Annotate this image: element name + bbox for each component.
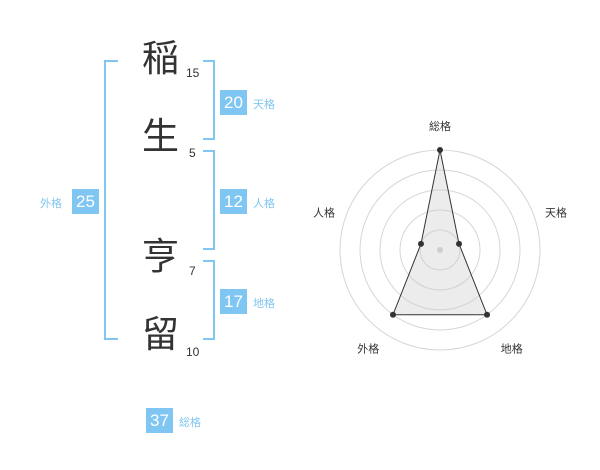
- radar-center-dot: [437, 247, 443, 253]
- radar-point-3: [484, 311, 491, 318]
- radar-ring-1: [419, 229, 461, 271]
- soukaku-value: 37: [146, 408, 173, 433]
- jinkaku-value: 12: [220, 189, 247, 214]
- radar-point-1: [437, 147, 443, 153]
- tenkaku-value: 20: [220, 90, 247, 115]
- radar-point-4: [389, 311, 396, 318]
- radar-axis-label-3: 地格: [501, 342, 523, 356]
- radar-ring-2: [399, 209, 481, 291]
- stroke-count-1: 15: [186, 66, 200, 80]
- gaikaku-label: 外格: [40, 197, 62, 210]
- stroke-count-2: 5: [189, 146, 196, 160]
- gaikaku-value: 25: [72, 189, 99, 214]
- jinkaku-label: 人格: [253, 197, 275, 210]
- jinkaku-bracket: [203, 150, 215, 250]
- tenkaku-bracket: [203, 60, 215, 140]
- stroke-count-3: 7: [189, 264, 196, 278]
- name-char-2: 生: [142, 115, 179, 158]
- radar-axis-label-5: 人格: [313, 205, 335, 219]
- name-char-1: 稲: [142, 37, 179, 80]
- radar-axis-label-4: 外格: [357, 342, 379, 356]
- radar-axis-label-2: 天格: [545, 205, 567, 219]
- name-char-4: 留: [142, 313, 179, 356]
- chikaku-label: 地格: [253, 297, 275, 310]
- radar-series-polygon: [392, 149, 488, 316]
- radar-point-5: [417, 240, 424, 247]
- chikaku-value: 17: [220, 289, 247, 314]
- gaikaku-bracket: [104, 60, 118, 340]
- radar-ring-3: [379, 189, 501, 311]
- radar-axis-label-1: 総格: [429, 119, 451, 133]
- stroke-count-4: 10: [186, 345, 200, 359]
- soukaku-label: 総格: [179, 416, 201, 429]
- tenkaku-label: 天格: [253, 98, 275, 111]
- radar-point-2: [456, 240, 463, 247]
- chikaku-bracket: [203, 260, 215, 340]
- name-char-3: 亨: [142, 235, 179, 278]
- radar-ring-4: [359, 169, 521, 331]
